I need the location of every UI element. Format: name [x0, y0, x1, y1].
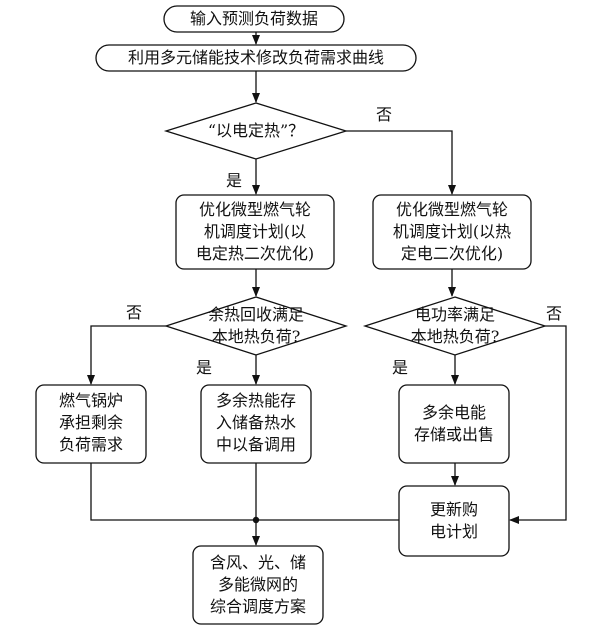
junction-dot	[252, 516, 260, 524]
label-yes-left: 是	[196, 358, 213, 377]
label-yes-right: 是	[392, 358, 409, 377]
boiler-label: 燃气锅炉 承担剩余 负荷需求	[58, 391, 123, 454]
opt-right-label: 优化微型燃气轮 机调度计划(以热 定电二次优化)	[392, 200, 512, 263]
update-label: 更新购 电计划	[429, 500, 478, 541]
store-heat-label: 多余热能存 入储备热水 中以备调用	[215, 391, 296, 454]
final-label: 含风、光、储 多能微网的 综合调度方案	[209, 553, 306, 616]
opt-left-shape	[175, 194, 335, 270]
input-node-shape	[163, 5, 345, 33]
decision-left-label: 余热回收满足 本地热负荷?	[207, 305, 304, 346]
edge-decisionright-update	[509, 325, 567, 524]
store-power-shape	[398, 384, 510, 464]
label-no-heat: 否	[376, 105, 393, 124]
edge-decisionleft-boiler	[87, 325, 166, 385]
label-no-left: 否	[126, 303, 143, 322]
label-yes-heat: 是	[226, 171, 243, 190]
decision-right-label: 电功率满足 本地热负荷?	[410, 305, 500, 346]
opt-left-label: 优化微型燃气轮 机调度计划(以 电定热二次优化)	[195, 200, 315, 263]
input-node-label: 输入预测负荷数据	[189, 9, 318, 28]
store-power-label: 多余电能 存储或出售	[413, 403, 494, 444]
edge-decision-optright	[346, 130, 456, 195]
modify-node-label: 利用多元储能技术修改负荷需求曲线	[127, 48, 384, 67]
decision-heat-label: “以电定热”？	[207, 121, 305, 140]
label-no-right: 否	[546, 304, 563, 323]
final-shape	[192, 545, 324, 625]
edge-boiler-join	[90, 463, 399, 521]
